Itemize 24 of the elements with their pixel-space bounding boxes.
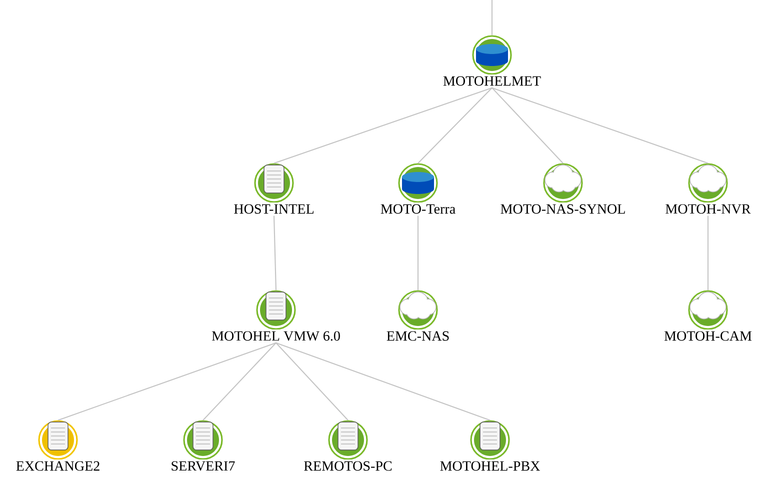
device-label: MOTOHEL VMW 6.0 [210,329,342,343]
connector-line [276,342,490,421]
device-label: MOTOHELMET [441,74,543,88]
connector-line [58,342,276,421]
connector-line [492,87,708,164]
device-label: HOST-INTEL [232,202,316,216]
device-label: MOTOHEL-PBX [438,460,542,472]
connector-line [417,216,419,290]
device-label: REMOTOS-PC [302,460,394,472]
device-label: MOTO-NAS-SYNOL [498,202,628,216]
connector-line [418,87,492,164]
connector-line [492,87,564,164]
device-label: EMC-NAS [384,330,452,342]
device-label: MOTOH-CAM [662,330,754,342]
connector-line [273,216,277,290]
device-label: EXCHANGE2 [14,460,102,472]
connector-line [491,0,493,36]
connector-line [276,342,348,421]
device-label: SERVERI7 [169,459,237,472]
device-label: MOTO-Terra [378,202,458,216]
device-label: MOTOH-NVR [663,202,753,216]
connector-line [274,87,492,164]
connector-line [707,216,709,290]
connector-line [202,342,276,421]
